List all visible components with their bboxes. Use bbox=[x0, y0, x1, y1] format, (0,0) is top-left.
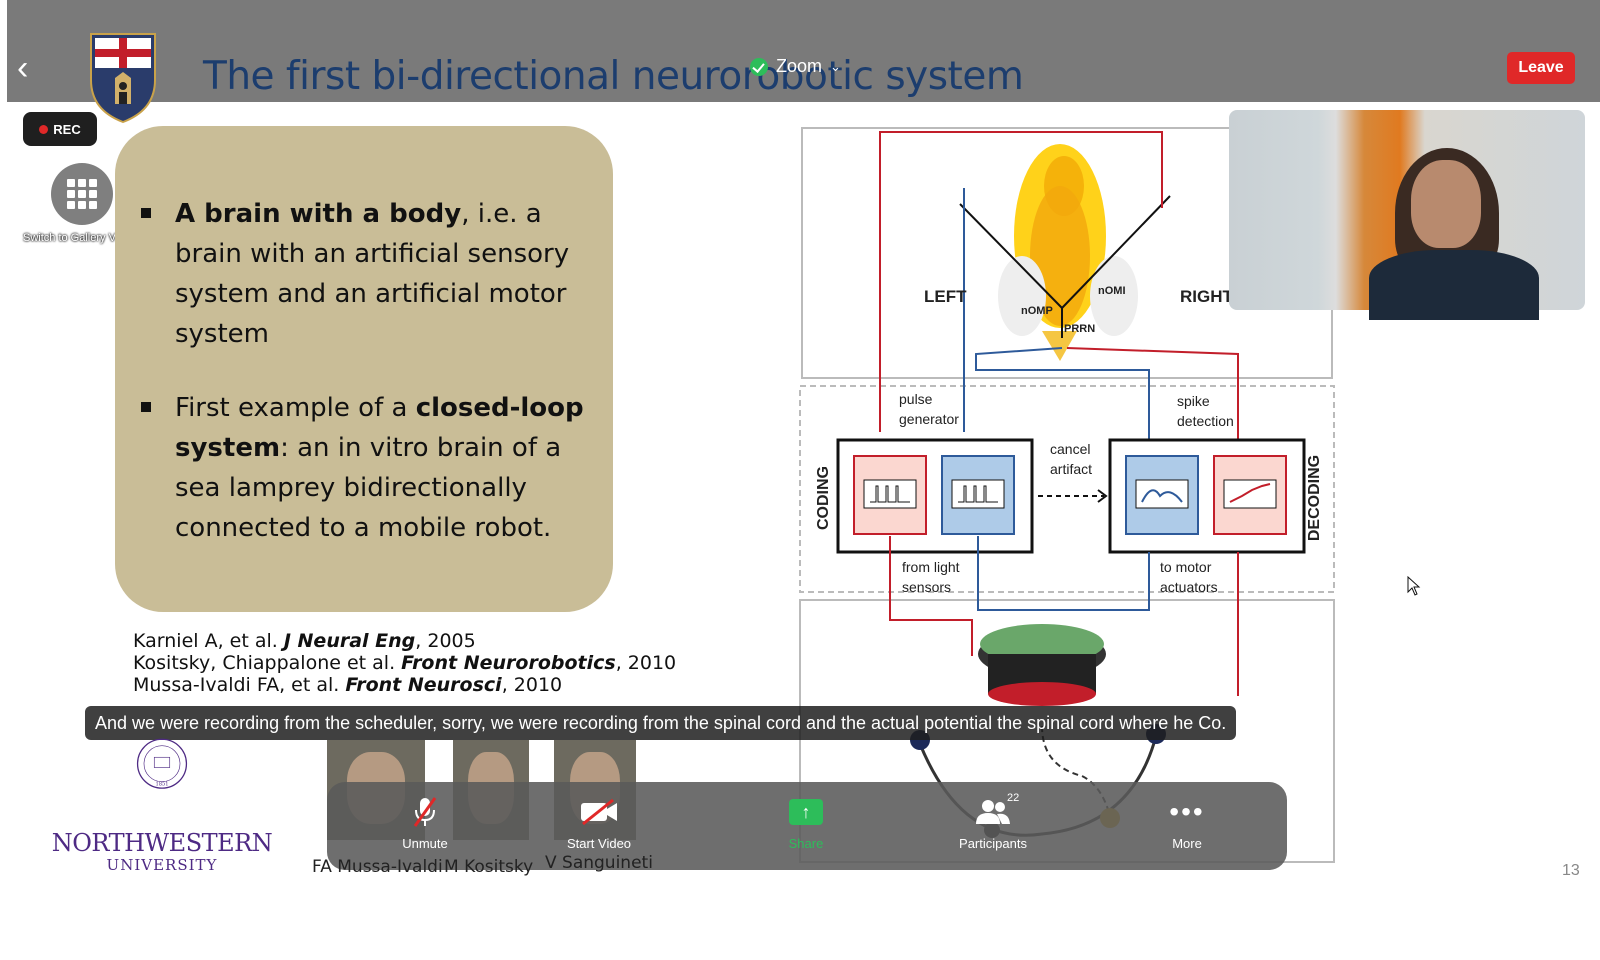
grid-icon bbox=[67, 179, 97, 209]
slide-page-number: 13 bbox=[1562, 862, 1580, 879]
person-name-3: V Sanguineti bbox=[545, 853, 653, 873]
gallery-view-button[interactable] bbox=[51, 163, 113, 225]
presenter-face bbox=[1411, 160, 1481, 248]
start-video-button[interactable]: Start Video bbox=[549, 792, 649, 862]
recording-indicator[interactable]: REC bbox=[23, 112, 97, 146]
bullet-2-pre: First example of a bbox=[175, 393, 416, 423]
bullet-point-1: A brain with a body, i.e. a brain with a… bbox=[141, 194, 585, 354]
meeting-toolbar: Unmute Start Video ↑ Share 22 Participan… bbox=[327, 782, 1287, 870]
decoding-label: DECODING bbox=[1306, 455, 1323, 541]
from-light-sensors-label-1: from light bbox=[902, 559, 960, 575]
rec-label: REC bbox=[53, 121, 81, 137]
unmute-button[interactable]: Unmute bbox=[375, 792, 475, 862]
diagram-prrn-label: PRRN bbox=[1064, 323, 1095, 335]
muted-mic-icon bbox=[375, 794, 475, 830]
diagram-right-label: RIGHT bbox=[1180, 287, 1234, 306]
unmute-label: Unmute bbox=[402, 836, 448, 851]
presenter-body bbox=[1369, 250, 1539, 320]
university-subtitle: UNIVERSITY bbox=[106, 856, 218, 874]
participants-button[interactable]: 22 Participants bbox=[943, 792, 1043, 862]
video-off-icon bbox=[549, 794, 649, 830]
coding-label: CODING bbox=[815, 466, 832, 530]
pulse-generator-label-2: generator bbox=[899, 411, 959, 427]
security-shield-icon bbox=[750, 57, 768, 76]
mouse-cursor-icon bbox=[1407, 576, 1421, 596]
neurorobotic-diagram: LEFT RIGHT nOMP nOMI PRRN pulse generato… bbox=[799, 127, 1335, 863]
share-button[interactable]: ↑ Share bbox=[756, 792, 856, 862]
top-bar bbox=[7, 0, 1600, 102]
diagram-nomi-label: nOMI bbox=[1098, 285, 1126, 297]
start-video-label: Start Video bbox=[566, 836, 632, 851]
gallery-view-label: Switch to Gallery View bbox=[23, 232, 133, 244]
back-chevron-icon[interactable]: ‹ bbox=[17, 49, 29, 87]
zoom-app-label: Zoom bbox=[776, 56, 823, 76]
slide-title: The first bi-directional neurorobotic sy… bbox=[203, 54, 1024, 99]
participants-count: 22 bbox=[1007, 792, 1020, 804]
to-motor-actuators-label-1: to motor bbox=[1160, 559, 1212, 575]
bullet-2-bold: closed-loop system bbox=[175, 393, 584, 463]
share-arrow-icon: ↑ bbox=[789, 799, 823, 825]
share-label: Share bbox=[788, 836, 824, 851]
bullet-1-text: , i.e. a brain with an artificial sensor… bbox=[175, 199, 570, 349]
northwestern-seal-logo: 1851 bbox=[136, 738, 188, 789]
to-motor-actuators-label-2: actuators bbox=[1160, 579, 1218, 595]
seal-year: 1851 bbox=[155, 782, 168, 788]
chevron-down-icon: ⌄ bbox=[830, 58, 841, 74]
participants-label: Participants bbox=[959, 836, 1027, 851]
person-name-1: FA Mussa-Ivaldi bbox=[312, 857, 443, 877]
mobile-robot-illustration bbox=[978, 624, 1106, 706]
reference-1: Karniel A, et al. J Neural Eng, 2005 bbox=[133, 630, 476, 652]
spike-detection-label-2: detection bbox=[1177, 413, 1234, 429]
record-dot-icon bbox=[39, 124, 49, 134]
diagram-nomp-label: nOMP bbox=[1021, 305, 1053, 317]
person-name-2: M Kositsky bbox=[444, 857, 534, 877]
university-crest-logo bbox=[90, 33, 156, 124]
cancel-artifact-label-1: cancel bbox=[1050, 441, 1090, 457]
bullet-1-bold: A brain with a body bbox=[175, 199, 462, 229]
cancel-artifact-label-2: artifact bbox=[1050, 461, 1092, 477]
diagram-left-label: LEFT bbox=[924, 287, 967, 306]
bullet-point-2: First example of a closed-loop system: a… bbox=[141, 388, 585, 548]
more-button[interactable]: ••• More bbox=[1137, 792, 1237, 862]
pulse-generator-label-1: pulse bbox=[899, 391, 933, 407]
references: Karniel A, et al. J Neural Eng, 2005 Kos… bbox=[133, 630, 676, 696]
university-name: NORTHWESTERN bbox=[51, 829, 273, 857]
more-dots-icon: ••• bbox=[1169, 796, 1205, 827]
leave-button[interactable]: Leave bbox=[1507, 52, 1575, 84]
participants-icon bbox=[943, 794, 1043, 830]
more-label: More bbox=[1172, 836, 1202, 851]
from-light-sensors-label-2: sensors bbox=[902, 579, 951, 595]
reference-3: Mussa-Ivaldi FA, et al. Front Neurosci, … bbox=[133, 674, 563, 696]
bullet-2-text: : an in vitro brain of a sea lamprey bid… bbox=[175, 433, 562, 543]
zoom-menu-button[interactable]: Zoom ⌄ bbox=[750, 56, 841, 77]
bullet-panel: A brain with a body, i.e. a brain with a… bbox=[115, 126, 613, 612]
zoom-window: ‹ The first bi-directional neurorobotic … bbox=[7, 0, 1600, 893]
reference-2: Kositsky, Chiappalone et al. Front Neuro… bbox=[133, 652, 677, 674]
live-caption: And we were recording from the scheduler… bbox=[85, 706, 1237, 740]
spike-detection-label-1: spike bbox=[1177, 393, 1210, 409]
